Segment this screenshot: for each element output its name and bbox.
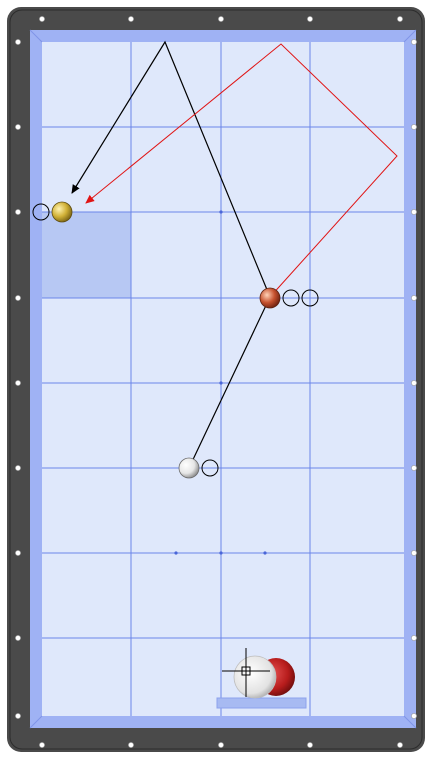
- ghost-ball-red-2: [301, 289, 319, 307]
- diamond: [15, 39, 21, 45]
- cushion-corner-tl: [29, 29, 43, 43]
- diamond: [15, 380, 21, 386]
- spot-right: [263, 551, 267, 555]
- diamond: [307, 742, 313, 748]
- red-shot-path: [85, 43, 398, 298]
- ghost-balls: [32, 203, 319, 477]
- spot-top: [219, 210, 223, 214]
- diamond: [15, 713, 21, 719]
- diamond: [411, 550, 417, 556]
- diamond: [39, 742, 45, 748]
- diamond: [15, 295, 21, 301]
- table-cloth: [42, 42, 404, 716]
- diamond: [411, 39, 417, 45]
- diamond: [411, 295, 417, 301]
- highlight-zone: [42, 212, 131, 298]
- red-ball[interactable]: [259, 287, 281, 309]
- diamond: [15, 465, 21, 471]
- diamond: [15, 209, 21, 215]
- diamond: [39, 16, 45, 22]
- cushion-corner-tr: [403, 29, 417, 43]
- spot-markers: [174, 210, 267, 555]
- diamond: [411, 465, 417, 471]
- diamond: [307, 16, 313, 22]
- ghost-ball-yellow: [32, 203, 50, 221]
- cushion-corner-bl: [29, 715, 43, 729]
- spot-middle: [219, 381, 223, 385]
- diamond: [15, 550, 21, 556]
- crosshair-icon[interactable]: [222, 648, 270, 697]
- spot-center: [219, 551, 223, 555]
- diamond: [411, 713, 417, 719]
- diamond: [128, 742, 134, 748]
- ghost-ball-red-1: [282, 289, 300, 307]
- ghost-ball-white: [201, 459, 219, 477]
- cue-preview-base: [216, 697, 307, 709]
- diamond: [15, 635, 21, 641]
- table-grid: [42, 42, 404, 716]
- white-ball[interactable]: [178, 457, 200, 479]
- diamond: [397, 742, 403, 748]
- diamond: [411, 380, 417, 386]
- crosshair-box: [241, 666, 251, 676]
- diamond: [411, 635, 417, 641]
- frame-diamonds: [15, 16, 417, 748]
- diamond: [218, 742, 224, 748]
- cue-preview-cue-ball: [233, 655, 277, 699]
- table-frame-edge: [9, 9, 423, 750]
- yellow-ball[interactable]: [51, 201, 73, 223]
- diamond: [15, 124, 21, 130]
- cue-preview[interactable]: [216, 648, 307, 709]
- diamond: [218, 16, 224, 22]
- cushion-corner-br: [403, 715, 417, 729]
- diamond: [411, 124, 417, 130]
- diamond: [397, 16, 403, 22]
- spot-left: [174, 551, 178, 555]
- diamond: [128, 16, 134, 22]
- black-shot-path: [71, 40, 271, 469]
- diamond: [411, 209, 417, 215]
